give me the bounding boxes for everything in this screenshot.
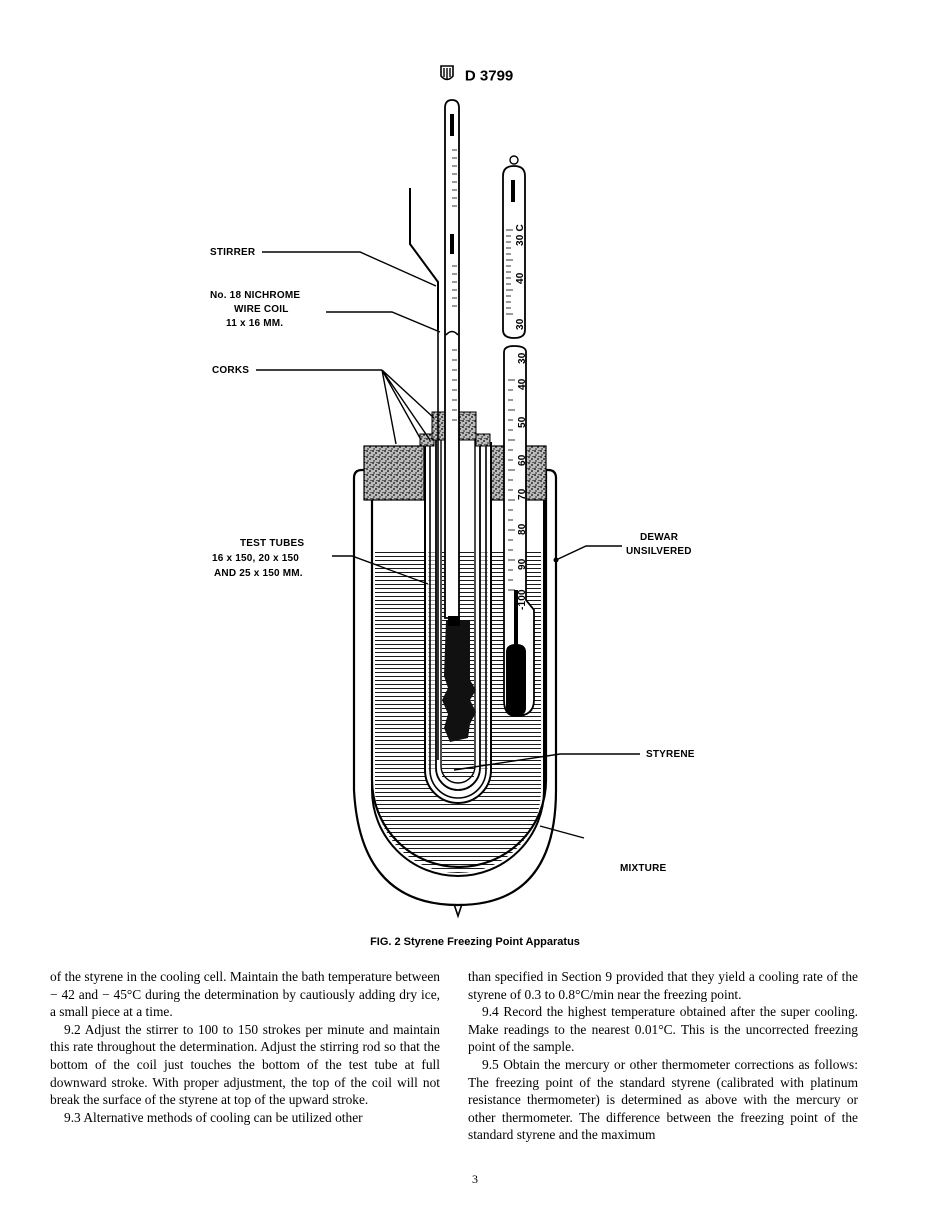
label-styrene: STYRENE: [646, 749, 695, 760]
paragraph: than specified in Section 9 provided tha…: [468, 969, 858, 1002]
large-scale-label: 80: [517, 523, 528, 535]
large-scale-label: -100: [517, 589, 528, 610]
right-column: than specified in Section 9 provided tha…: [468, 968, 858, 1144]
label-dewar-2: UNSILVERED: [626, 546, 692, 557]
label-test-tubes-1: TEST TUBES: [240, 538, 304, 549]
label-coil-2: WIRE COIL: [234, 304, 289, 315]
nichrome-coil: [442, 620, 476, 742]
paragraph: 9.3 Alternative methods of cooling can b…: [64, 1109, 363, 1125]
paragraph: 9.5 Obtain the mercury or other thermome…: [468, 1056, 858, 1143]
document-code: D 3799: [464, 67, 514, 85]
large-scale-label: 70: [517, 488, 528, 500]
small-scale-label: 30 C: [515, 224, 526, 246]
large-thermometer: 30 40 50 60 70 80 90 -100: [503, 345, 535, 717]
paragraph: 9.4 Record the highest temperature obtai…: [468, 1004, 858, 1055]
small-scale-label: 30: [515, 318, 526, 330]
page-header: D 3799: [0, 64, 950, 88]
page-number: 3: [472, 1172, 478, 1186]
paragraph: of the styrene in the cooling cell. Main…: [50, 969, 440, 1020]
apparatus-figure: 30 C 40 30 30 40 50 60 70 80 90 -100: [210, 99, 695, 919]
label-test-tubes-2: 16 x 150, 20 x 150: [212, 553, 299, 564]
small-scale-label: 40: [515, 272, 526, 284]
label-dewar-1: DEWAR: [640, 532, 679, 543]
large-scale-label: 90: [517, 558, 528, 570]
large-scale-label: 60: [517, 454, 528, 466]
stirrer-rod: [409, 188, 439, 760]
label-corks: CORKS: [212, 365, 249, 376]
label-stirrer: STIRRER: [210, 247, 256, 258]
large-scale-label: 50: [517, 416, 528, 428]
large-scale-label: 40: [517, 378, 528, 390]
large-scale-label: 30: [517, 352, 528, 364]
label-test-tubes-3: AND 25 x 150 MM.: [214, 568, 303, 579]
figure-labels: STIRRER No. 18 NICHROME WIRE COIL 11 x 1…: [210, 247, 695, 874]
dewar-flask: [352, 468, 558, 919]
label-coil-3: 11 x 16 MM.: [226, 318, 283, 329]
label-mixture: MIXTURE: [620, 863, 667, 874]
paragraph: 9.2 Adjust the stirrer to 100 to 150 str…: [50, 1021, 440, 1108]
left-column: of the styrene in the cooling cell. Main…: [50, 968, 440, 1126]
label-coil-1: No. 18 NICHROME: [210, 290, 300, 301]
astm-logo-icon: [437, 64, 457, 88]
small-thermometer: 30 C 40 30: [502, 155, 526, 339]
center-thermometer: [444, 99, 460, 626]
figure-caption: FIG. 2 Styrene Freezing Point Apparatus: [370, 936, 580, 948]
